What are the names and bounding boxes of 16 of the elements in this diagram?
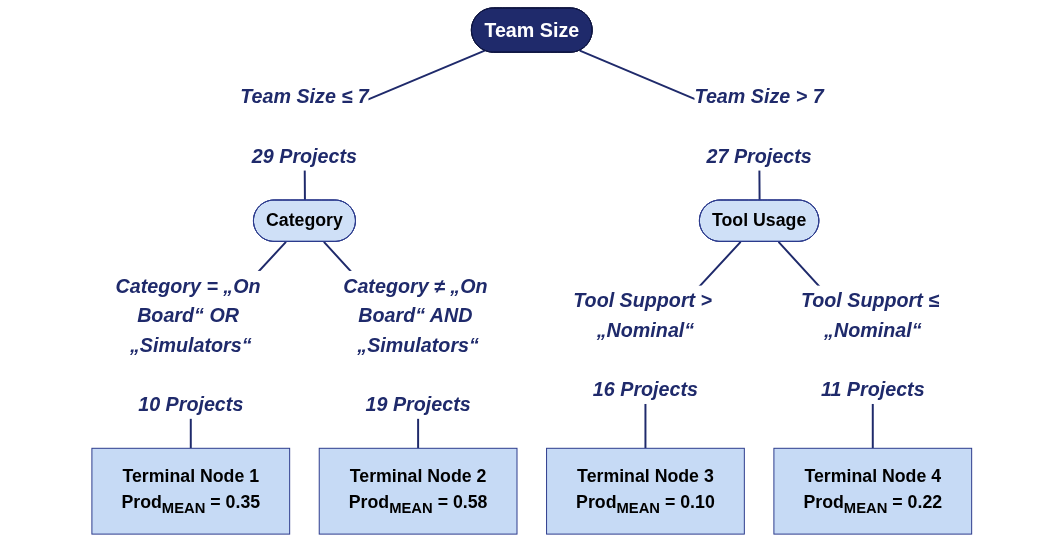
node-box: Terminal Node 1 Prod$_{MEAN}$ = 0.35 bbox=[91, 447, 290, 535]
edge-label: Tool Support ≤ „Nominal“ bbox=[800, 289, 939, 341]
edge-label: Team Size ≤ 7 bbox=[239, 85, 369, 108]
node-box: Terminal Node 2 Prod$_{MEAN}$ = 0.58 bbox=[318, 447, 518, 535]
node-label: 19 Projects bbox=[365, 393, 471, 415]
edge-label: Category ≠ „On Board“ AND „Simulators“ bbox=[342, 274, 488, 356]
node-label: 27 Projects bbox=[706, 144, 812, 167]
edge-label: Team Size > 7 bbox=[694, 85, 824, 108]
node-box: Terminal Node 3 Prod$_{MEAN}$ = 0.10 bbox=[545, 447, 745, 535]
edge-label: Category = „On Board“ OR „Simulators“ bbox=[115, 274, 261, 356]
node-label: 29 Projects bbox=[251, 144, 357, 167]
node-box: Terminal Node 4 Prod$_{MEAN}$ = 0.22 bbox=[773, 447, 972, 535]
node-label: 10 Projects bbox=[137, 393, 244, 415]
node-label: 16 Projects bbox=[592, 378, 698, 401]
node-label: 11 Projects bbox=[820, 378, 925, 401]
edge-label: Tool Support > „Nominal“ bbox=[573, 289, 712, 341]
